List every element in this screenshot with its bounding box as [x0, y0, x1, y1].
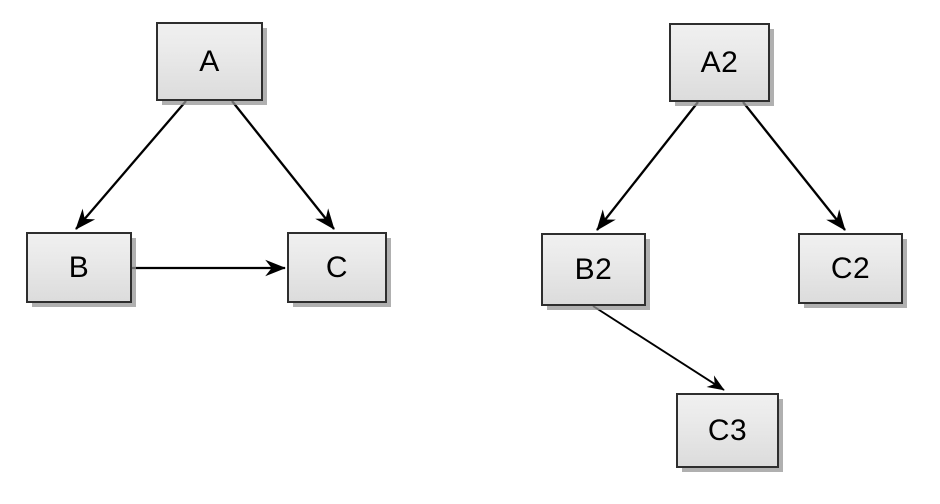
node-b-label: B — [68, 250, 90, 284]
node-c3-label: C3 — [707, 413, 748, 447]
node-b2[interactable]: B2 — [541, 233, 646, 306]
edge-B2-to-C3 — [592, 305, 725, 391]
node-a-label: A — [199, 44, 220, 78]
node-a2[interactable]: A2 — [669, 23, 770, 102]
node-c[interactable]: C — [287, 232, 387, 303]
edge-A-to-C — [231, 100, 335, 230]
node-c-label: C — [325, 250, 349, 284]
node-a[interactable]: A — [156, 22, 263, 101]
node-b[interactable]: B — [26, 232, 132, 303]
node-b2-label: B2 — [574, 252, 613, 286]
node-c2[interactable]: C2 — [798, 233, 903, 304]
edge-A-to-B — [75, 100, 187, 230]
node-c3[interactable]: C3 — [676, 393, 779, 468]
edge-A2-to-B2 — [596, 101, 699, 231]
node-a2-label: A2 — [700, 45, 739, 79]
edge-A2-to-C2 — [742, 101, 846, 231]
node-c2-label: C2 — [830, 251, 871, 285]
